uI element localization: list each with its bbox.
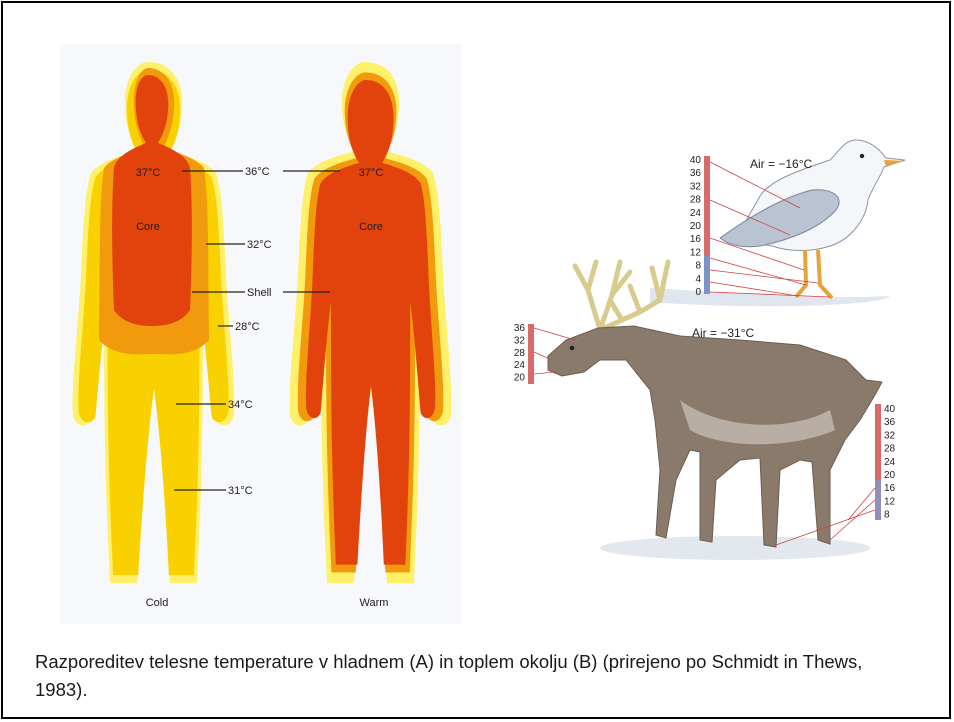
reindeer-leg-scale-tick: 24 bbox=[884, 457, 896, 468]
reindeer-leg-scale-tick: 32 bbox=[884, 430, 896, 441]
reindeer-air-label: Air = −31°C bbox=[692, 326, 754, 340]
gull-scale-tick: 4 bbox=[695, 274, 701, 285]
temp-34-label: 34°C bbox=[228, 399, 253, 411]
reindeer-leg-scale-tick: 8 bbox=[884, 510, 890, 521]
reindeer-leg-scale-tick: 28 bbox=[884, 444, 896, 455]
temp-28-label: 28°C bbox=[235, 321, 260, 333]
reindeer-leg-scale-tick: 16 bbox=[884, 483, 896, 494]
gull-scale-tick: 8 bbox=[695, 261, 701, 272]
reindeer-head-scale-tick: 20 bbox=[514, 373, 526, 384]
reindeer-leg-scale-tick: 40 bbox=[884, 404, 896, 415]
gull-scale-tick: 40 bbox=[690, 155, 702, 166]
temp-36-label: 36°C bbox=[245, 166, 270, 178]
temp-32-label: 32°C bbox=[247, 239, 272, 251]
reindeer-head-scale-tick: 24 bbox=[514, 360, 526, 371]
core-cold-label: Core bbox=[136, 221, 160, 233]
reindeer-head-scale-tick: 32 bbox=[514, 335, 526, 346]
gull-scale-tick: 12 bbox=[690, 247, 702, 258]
temp-31-label: 31°C bbox=[228, 485, 253, 497]
core-temp-cold-label: 37°C bbox=[136, 167, 161, 179]
core-warm-label: Core bbox=[359, 221, 383, 233]
reindeer-illustration bbox=[548, 262, 882, 560]
reindeer-leg-scale-tick: 20 bbox=[884, 470, 896, 481]
gull-scale-tick: 32 bbox=[690, 181, 702, 192]
gull-scale-tick: 20 bbox=[690, 221, 702, 232]
reindeer-head-scale-tick: 28 bbox=[514, 348, 526, 359]
gull-scale-tick: 28 bbox=[690, 195, 702, 206]
core-temp-warm-label: 37°C bbox=[359, 167, 384, 179]
gull-air-label: Air = −16°C bbox=[750, 157, 812, 171]
shell-label: Shell bbox=[247, 287, 271, 299]
gull-scale-tick: 16 bbox=[690, 234, 702, 245]
reindeer-leg-scale-tick: 12 bbox=[884, 496, 896, 507]
gull-scale-tick: 36 bbox=[690, 168, 702, 179]
reindeer-head-scale-tick: 36 bbox=[514, 323, 526, 334]
gull-scale-tick: 0 bbox=[695, 287, 701, 298]
cold-label: Cold bbox=[146, 597, 169, 609]
gull-scale-tick: 24 bbox=[690, 208, 702, 219]
reindeer-leg-scale-tick: 36 bbox=[884, 417, 896, 428]
figure-caption: Razporeditev telesne temperature v hladn… bbox=[35, 648, 915, 704]
warm-label: Warm bbox=[360, 597, 389, 609]
